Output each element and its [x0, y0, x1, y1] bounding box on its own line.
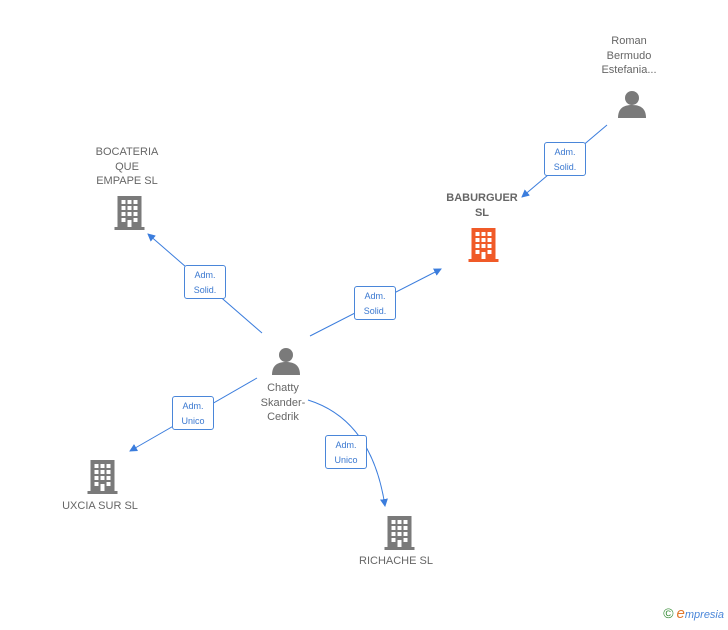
building-icon: [87, 460, 118, 494]
building-icon: [384, 516, 415, 550]
brand-logo-initial: e: [676, 605, 685, 622]
node-label-roman[interactable]: Roman Bermudo Estefania...: [601, 35, 657, 76]
copyright-icon: ©: [663, 605, 674, 621]
role-label-chatty-bocateria: Adm. Solid.: [184, 265, 226, 299]
node-label-chatty[interactable]: Chatty Skander- Cedrik: [260, 382, 306, 423]
role-label-chatty-uxcia: Adm. Unico: [172, 396, 214, 430]
role-text: Adm. Solid.: [553, 147, 577, 172]
role-text: Adm. Unico: [334, 440, 358, 465]
node-label-baburguer[interactable]: BABURGUER SL: [446, 192, 518, 219]
person-icon: [618, 91, 646, 118]
building-icon: [114, 196, 145, 230]
footer-brand: ©empresia: [663, 605, 724, 622]
person-icon: [272, 348, 300, 375]
role-label-chatty-baburguer: Adm. Solid.: [354, 286, 396, 320]
building-icon: [468, 228, 499, 262]
node-label-uxcia[interactable]: UXCIA SUR SL: [62, 500, 138, 512]
node-label-bocateria[interactable]: BOCATERIA QUE EMPAPE SL: [95, 146, 159, 187]
node-label-richache[interactable]: RICHACHE SL: [359, 555, 433, 567]
role-label-chatty-richache: Adm. Unico: [325, 435, 367, 469]
role-label-roman-baburguer: Adm. Solid.: [544, 142, 586, 176]
role-text: Adm. Solid.: [193, 270, 217, 295]
role-text: Adm. Solid.: [363, 291, 387, 316]
role-text: Adm. Unico: [181, 401, 205, 426]
brand-logo-text: mpresia: [684, 609, 724, 621]
